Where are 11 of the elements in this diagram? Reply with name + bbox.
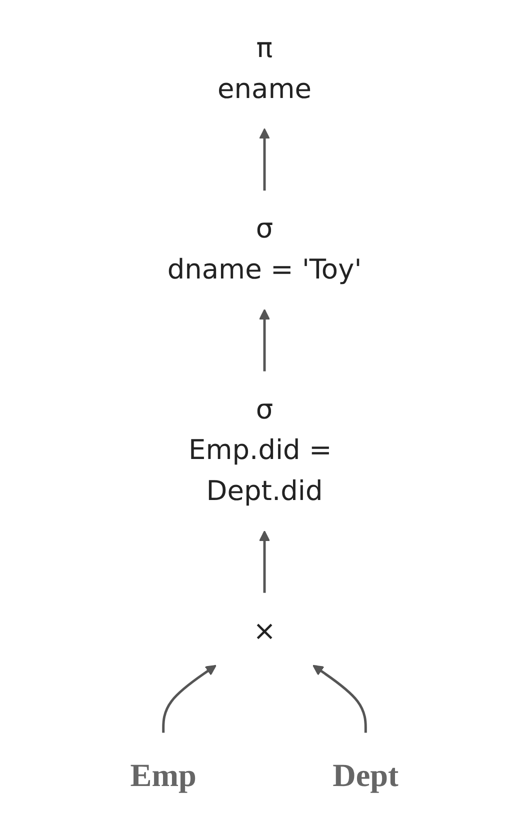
arrow	[312, 664, 367, 733]
arrow	[259, 128, 270, 191]
node-text: π ename	[218, 33, 312, 106]
node-text: σ dname = 'Toy'	[167, 214, 362, 286]
node-text: σ Emp.did = Dept.did	[188, 394, 332, 508]
node-text: Dept	[332, 757, 399, 794]
arrow	[259, 530, 270, 593]
node-text: Emp	[130, 757, 196, 794]
arrow	[162, 664, 216, 733]
arrow	[259, 308, 270, 372]
node-text: ×	[253, 616, 276, 648]
